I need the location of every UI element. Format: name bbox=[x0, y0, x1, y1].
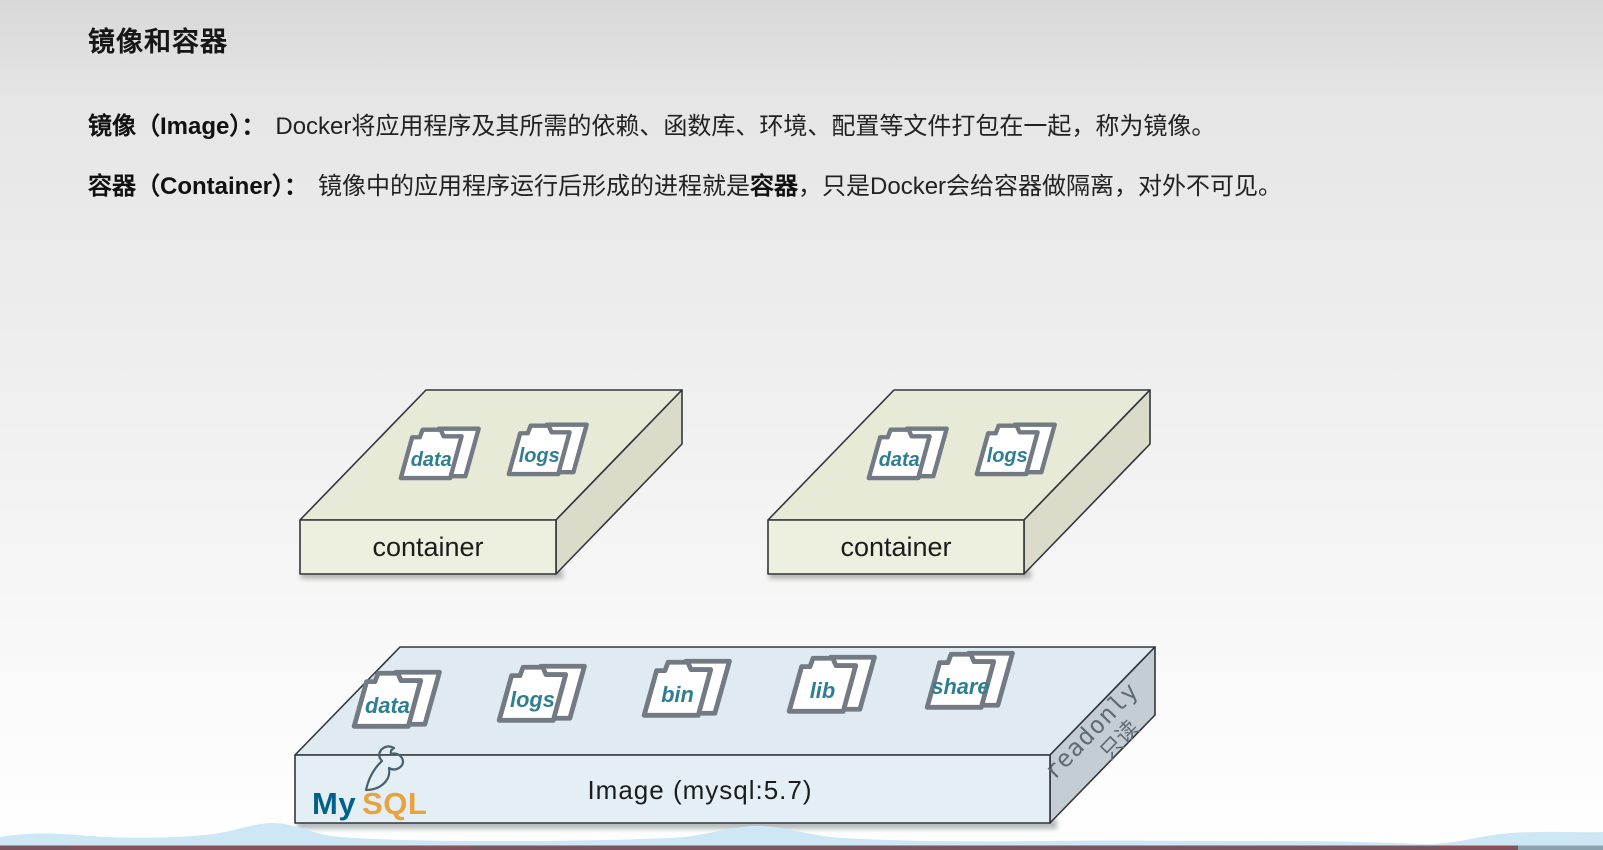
container-1-front-face bbox=[299, 519, 557, 575]
container-box-2: data logs container bbox=[767, 389, 1151, 575]
folder-icon-lib: lib bbox=[786, 654, 877, 714]
bottom-wave-decoration bbox=[0, 823, 1603, 850]
definition-container-term: 容器（Container）： bbox=[88, 173, 309, 200]
progress-bar-red-segment-right bbox=[1440, 846, 1512, 849]
container-1-label: container bbox=[372, 532, 483, 562]
folder-front-panel bbox=[506, 423, 572, 477]
definition-container-text-before: 镜像中的应用程序运行后形成的进程就是 bbox=[318, 173, 751, 200]
folder-label: data bbox=[879, 449, 920, 471]
folder-icon-data: data bbox=[866, 426, 949, 481]
folder-label: logs bbox=[510, 687, 555, 712]
container-2-label: container bbox=[840, 532, 951, 562]
progress-bar-buffer-segment bbox=[1518, 845, 1603, 850]
progress-bar-track[interactable] bbox=[0, 845, 1603, 850]
folder-front-panel bbox=[974, 423, 1040, 477]
folder-icon-logs: logs bbox=[506, 422, 589, 477]
definition-container-bold-word: 容器 bbox=[750, 173, 799, 200]
folder-label: data bbox=[365, 693, 410, 718]
page-title: 镜像和容器 bbox=[88, 27, 228, 57]
definition-container-text-after: ，只是Docker会给容器做隔离，对外不可见。 bbox=[798, 173, 1283, 200]
folder-label: data bbox=[411, 449, 452, 471]
definition-image: 镜像（Image）： Docker将应用程序及其所需的依赖、函数库、环境、配置等文… bbox=[88, 106, 1215, 141]
folder-icon-bin: bin bbox=[641, 658, 732, 718]
definition-image-term: 镜像（Image）： bbox=[88, 113, 266, 140]
folder-icon-logs: logs bbox=[496, 663, 587, 723]
folder-front-panel bbox=[786, 655, 859, 714]
folder-front-panel bbox=[866, 427, 932, 481]
folder-label: share bbox=[931, 674, 989, 699]
mysql-dolphin-icon bbox=[364, 745, 405, 792]
folder-front-panel bbox=[924, 651, 997, 710]
definition-image-text: Docker将应用程序及其所需的依赖、函数库、环境、配置等文件打包在一起，称为镜… bbox=[275, 113, 1216, 140]
folder-front-panel bbox=[496, 664, 569, 723]
folder-icon-share: share bbox=[924, 650, 1015, 710]
folder-icon-logs: logs bbox=[974, 422, 1057, 477]
definition-container: 容器（Container）： 镜像中的应用程序运行后形成的进程就是容器，只是Doc… bbox=[88, 166, 1282, 201]
folder-icon-data: data bbox=[398, 426, 481, 481]
mysql-logo-my: My bbox=[312, 786, 356, 821]
image-label: Image (mysql:5.7) bbox=[587, 775, 812, 805]
folder-icon-data: data bbox=[351, 669, 442, 729]
container-box-1: data logs container bbox=[299, 389, 683, 575]
image-slab-shadow bbox=[297, 819, 1057, 829]
folder-label: bin bbox=[661, 682, 694, 707]
container-2-front-face bbox=[767, 519, 1025, 575]
folder-front-panel bbox=[641, 659, 714, 718]
folder-front-panel bbox=[398, 427, 464, 481]
folder-label: lib bbox=[810, 678, 835, 703]
folder-label: logs bbox=[987, 445, 1028, 467]
folder-front-panel bbox=[351, 670, 424, 729]
image-front-face bbox=[294, 754, 1051, 824]
progress-bar-red-segment bbox=[70, 846, 470, 849]
mysql-logo-sql: SQL bbox=[362, 786, 427, 821]
folder-label: logs bbox=[519, 445, 560, 467]
